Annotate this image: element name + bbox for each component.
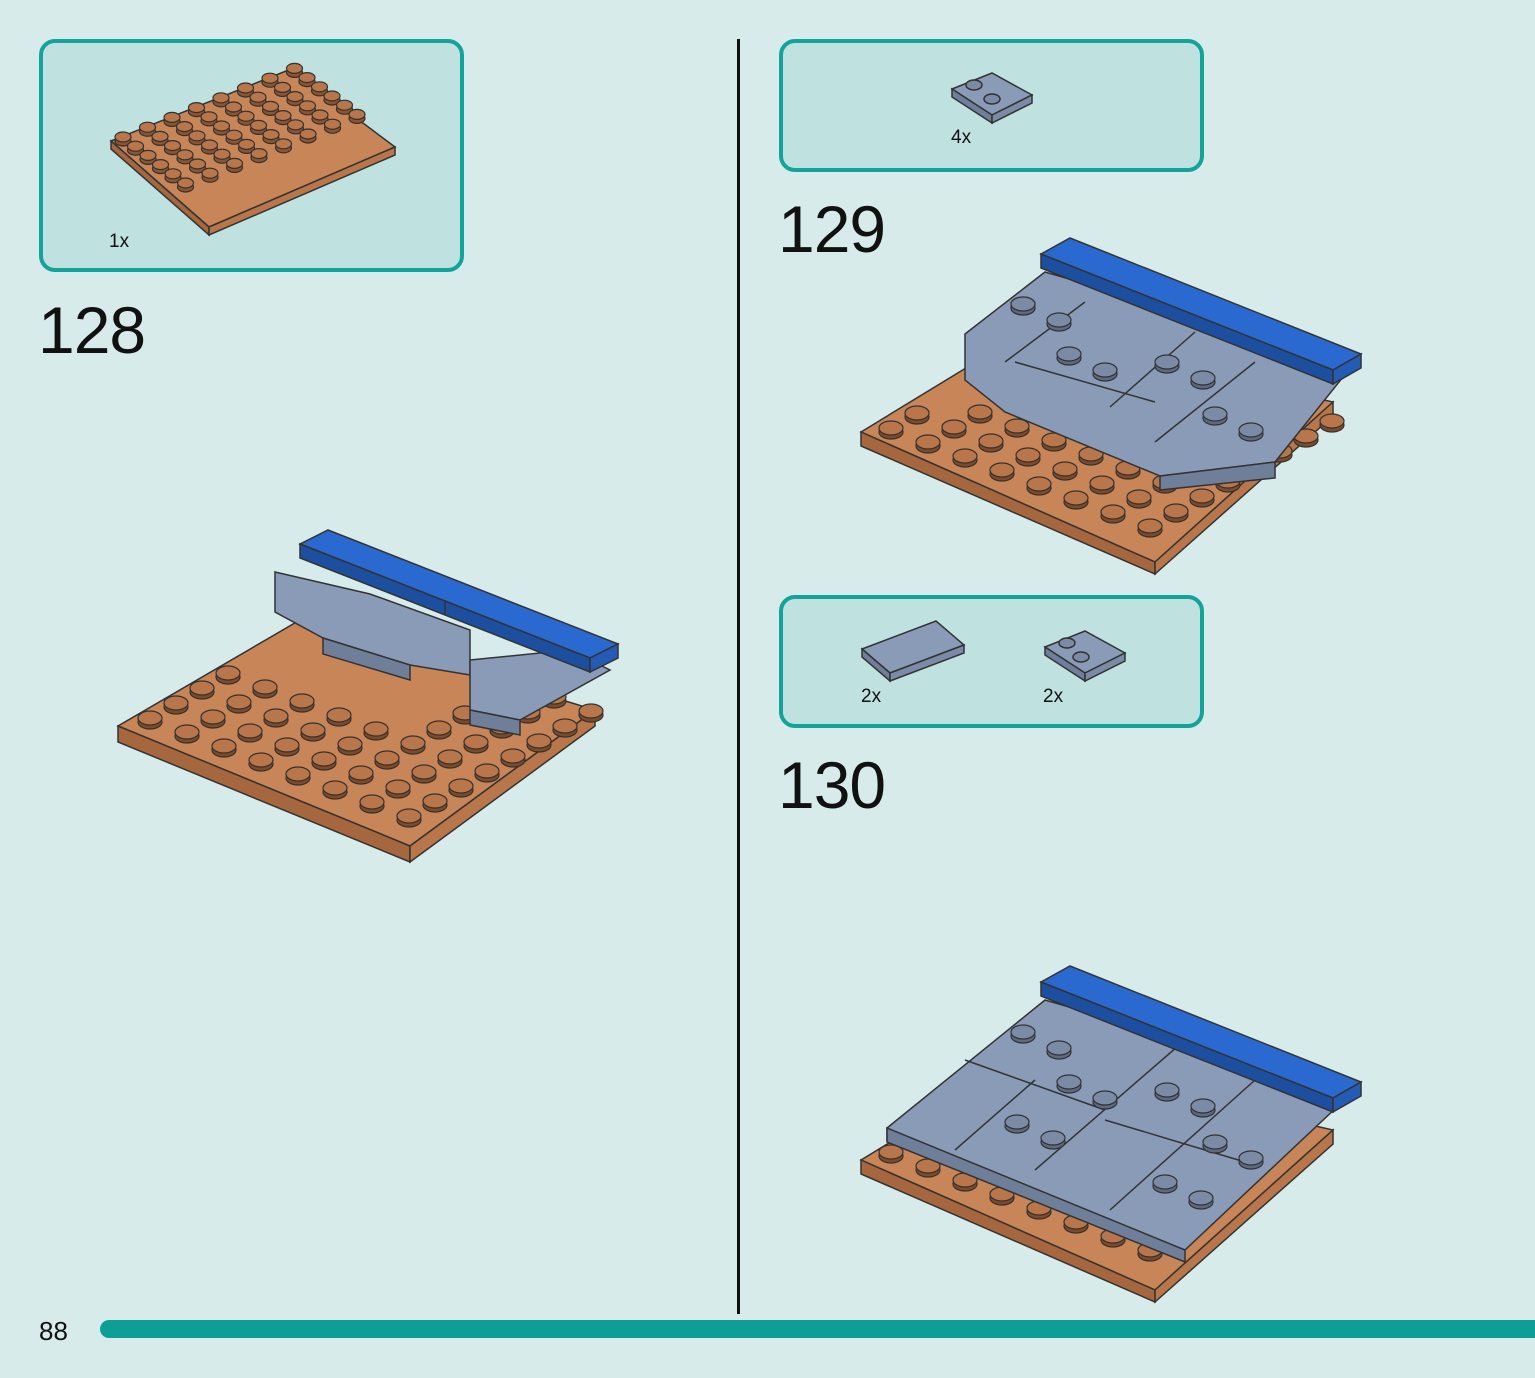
page-number: 88	[39, 1316, 68, 1346]
brown-plate-icon	[109, 62, 397, 237]
model-step-129	[859, 237, 1363, 576]
step-number-129: 129	[778, 192, 886, 266]
column-divider	[737, 39, 740, 1314]
model-step-130	[859, 965, 1363, 1304]
footer-accent-bar	[100, 1320, 1535, 1338]
parts-callout-128: 1x	[39, 39, 464, 272]
parts-callout-129: 4x	[779, 39, 1204, 172]
part-quantity: 2x	[861, 686, 882, 707]
parts-callout-130: 2x 2x	[779, 595, 1204, 728]
step-number-128: 128	[38, 293, 146, 367]
part-quantity: 1x	[109, 231, 130, 252]
part-quantity: 4x	[951, 127, 972, 148]
step-number-130: 130	[778, 748, 886, 822]
grey-tile-icon	[860, 620, 966, 683]
model-step-128	[116, 529, 620, 864]
grey-plate-2x2-icon	[1043, 630, 1127, 683]
grey-plate-2x2-icon	[950, 72, 1034, 125]
part-quantity: 2x	[1043, 686, 1064, 707]
